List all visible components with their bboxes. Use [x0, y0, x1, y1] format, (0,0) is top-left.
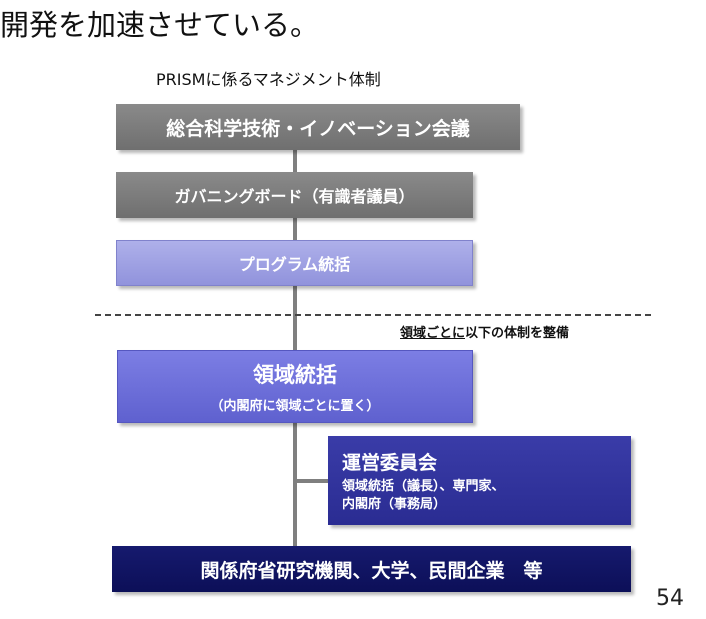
header-text: 開発を加速させている。	[0, 8, 320, 42]
page-number: 54	[656, 586, 684, 611]
council-label: 総合科学技術・イノベーション会議	[166, 117, 470, 140]
diagram-title: PRISMに係るマネジメント体制	[156, 70, 381, 89]
steering-committee-line1: 領域統括（議長）、専門家、	[342, 478, 505, 494]
divider-caption-rest: 以下の体制を整備	[465, 326, 570, 341]
program-director-label: プログラム統括	[238, 255, 351, 274]
institutions-label: 関係府省研究機関、大学、民間企業 等	[200, 559, 543, 582]
domain-director-box: 領域統括 （内閣府に領域ごとに置く）	[117, 350, 473, 423]
domain-director-label: 領域統括	[253, 363, 337, 387]
program-director-box: プログラム統括	[116, 240, 473, 286]
divider-dashed-line	[95, 314, 651, 316]
branch-connector	[297, 479, 328, 483]
governing-board-label: ガバニングボード（有識者議員）	[174, 187, 415, 206]
governing-board-box: ガバニングボード（有識者議員）	[116, 172, 473, 218]
steering-committee-label: 運営委員会	[342, 451, 438, 474]
vertical-connector	[293, 150, 297, 546]
institutions-box: 関係府省研究機関、大学、民間企業 等	[112, 546, 631, 592]
domain-director-sublabel: （内閣府に領域ごとに置く）	[210, 399, 380, 414]
steering-committee-box: 運営委員会 領域統括（議長）、専門家、 内閣府（事務局）	[328, 436, 631, 525]
council-box: 総合科学技術・イノベーション会議	[116, 104, 520, 150]
divider-caption: 領域ごとに以下の体制を整備	[400, 322, 569, 341]
divider-caption-underlined: 領域ごとに	[400, 326, 466, 341]
steering-committee-line2: 内閣府（事務局）	[342, 496, 447, 512]
